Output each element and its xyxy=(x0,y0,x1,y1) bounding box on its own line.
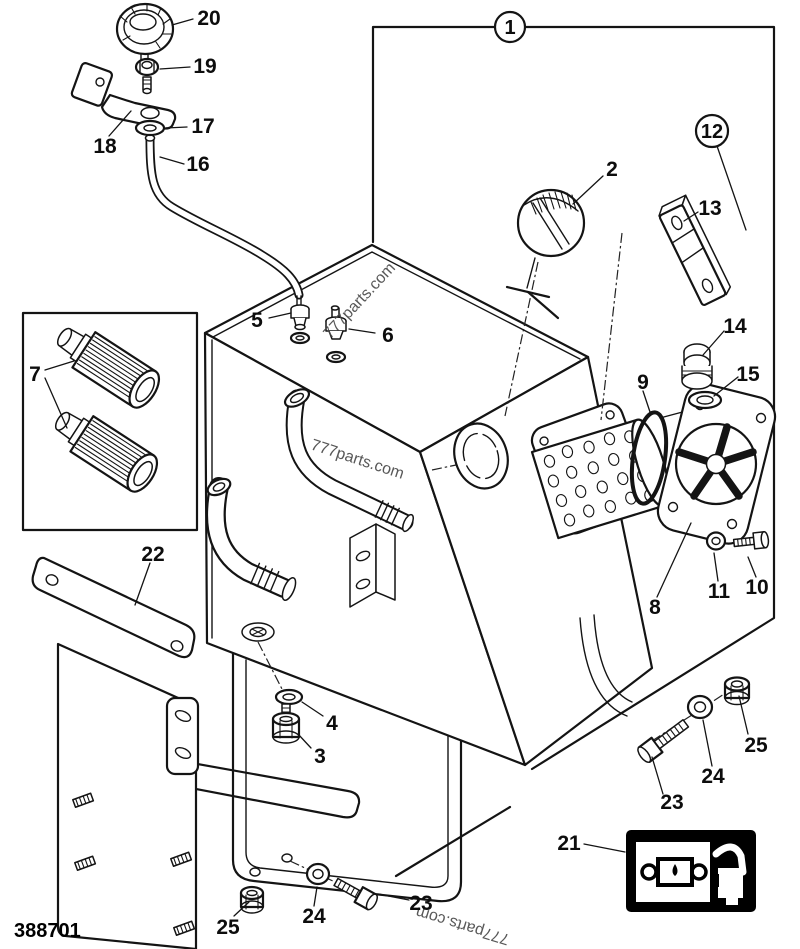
part-label-22: 22 xyxy=(141,543,164,566)
part-label-18: 18 xyxy=(93,135,117,158)
leader-lines xyxy=(44,18,757,917)
stud xyxy=(74,855,97,872)
filler-cap-2 xyxy=(505,188,586,320)
strainer-tube xyxy=(530,418,670,540)
stud xyxy=(72,792,95,809)
filler-neck-ring xyxy=(453,422,509,490)
bolt-10 xyxy=(732,531,770,550)
cap-nut xyxy=(134,57,160,95)
top-fitting-5 xyxy=(289,295,311,345)
fuel-decal-21 xyxy=(626,830,756,912)
part-label-16: 16 xyxy=(186,153,209,176)
part-label-5: 5 xyxy=(251,309,263,332)
part-label-3: 3 xyxy=(314,745,326,768)
part-label-2: 2 xyxy=(606,158,618,181)
filter-box xyxy=(21,311,199,532)
part-label-23-left: 23 xyxy=(409,892,432,915)
o-ring-9 xyxy=(629,410,669,506)
part-label-10: 10 xyxy=(745,576,768,599)
filler-cap xyxy=(115,2,175,62)
nut-25-right xyxy=(723,676,751,706)
nut-25-left xyxy=(239,885,265,914)
sealing-washer-15 xyxy=(687,390,723,410)
suction-flange-8 xyxy=(656,383,777,545)
fuel-drop-icon xyxy=(672,864,678,876)
part-label-6: 6 xyxy=(382,324,394,347)
callout-12: 12 xyxy=(694,113,730,149)
washer-11 xyxy=(705,531,727,551)
callout-1: 1 xyxy=(493,10,527,44)
part-label-13: 13 xyxy=(698,197,721,220)
assembly-frame-border xyxy=(371,25,776,878)
bracket-13 xyxy=(658,194,732,306)
stud xyxy=(173,920,196,937)
part-label-14: 14 xyxy=(723,315,747,338)
cap-washer xyxy=(134,119,166,137)
part-label-9: 9 xyxy=(637,371,649,394)
cap-bracket xyxy=(70,62,177,130)
washer-4 xyxy=(274,688,304,706)
breather-hose xyxy=(144,133,304,300)
suction-filter-lower xyxy=(54,411,159,493)
bolt-23-left xyxy=(333,877,379,911)
plug-14 xyxy=(681,343,713,390)
washer-24-left xyxy=(305,862,331,886)
part-label-25-right: 25 xyxy=(744,734,768,757)
part-label-24-left: 24 xyxy=(302,905,326,928)
part-label-15: 15 xyxy=(736,363,760,386)
part-label-7: 7 xyxy=(29,363,41,386)
part-label-20: 20 xyxy=(197,7,220,30)
part-label-24-right: 24 xyxy=(701,765,725,788)
part-label-11: 11 xyxy=(708,580,731,603)
top-fitting-6 xyxy=(325,305,347,364)
bolt-23-right xyxy=(637,718,690,763)
part-labels: 20 19 17 18 16 2 13 5 6 7 9 14 15 8 11 1… xyxy=(29,7,769,939)
stud xyxy=(170,851,193,868)
tank-front-spigots xyxy=(205,388,415,608)
mounting-bracket-22 xyxy=(31,556,200,949)
callout-1-number: 1 xyxy=(504,17,515,39)
part-label-23-right: 23 xyxy=(660,791,683,814)
drain-boss xyxy=(241,622,275,642)
drain-nut-3 xyxy=(271,703,301,744)
washer-24-right xyxy=(686,694,714,720)
drawing-number: 388701 xyxy=(14,920,81,942)
fuel-pump-nozzle-icon xyxy=(712,843,747,905)
part-label-21: 21 xyxy=(557,832,581,855)
part-label-8: 8 xyxy=(649,596,661,619)
part-label-19: 19 xyxy=(193,55,216,78)
part-label-25-left: 25 xyxy=(216,916,240,939)
part-label-4: 4 xyxy=(326,712,338,735)
suction-filter-upper xyxy=(56,327,161,409)
callout-12-number: 12 xyxy=(701,121,723,143)
part-label-17: 17 xyxy=(191,115,214,138)
